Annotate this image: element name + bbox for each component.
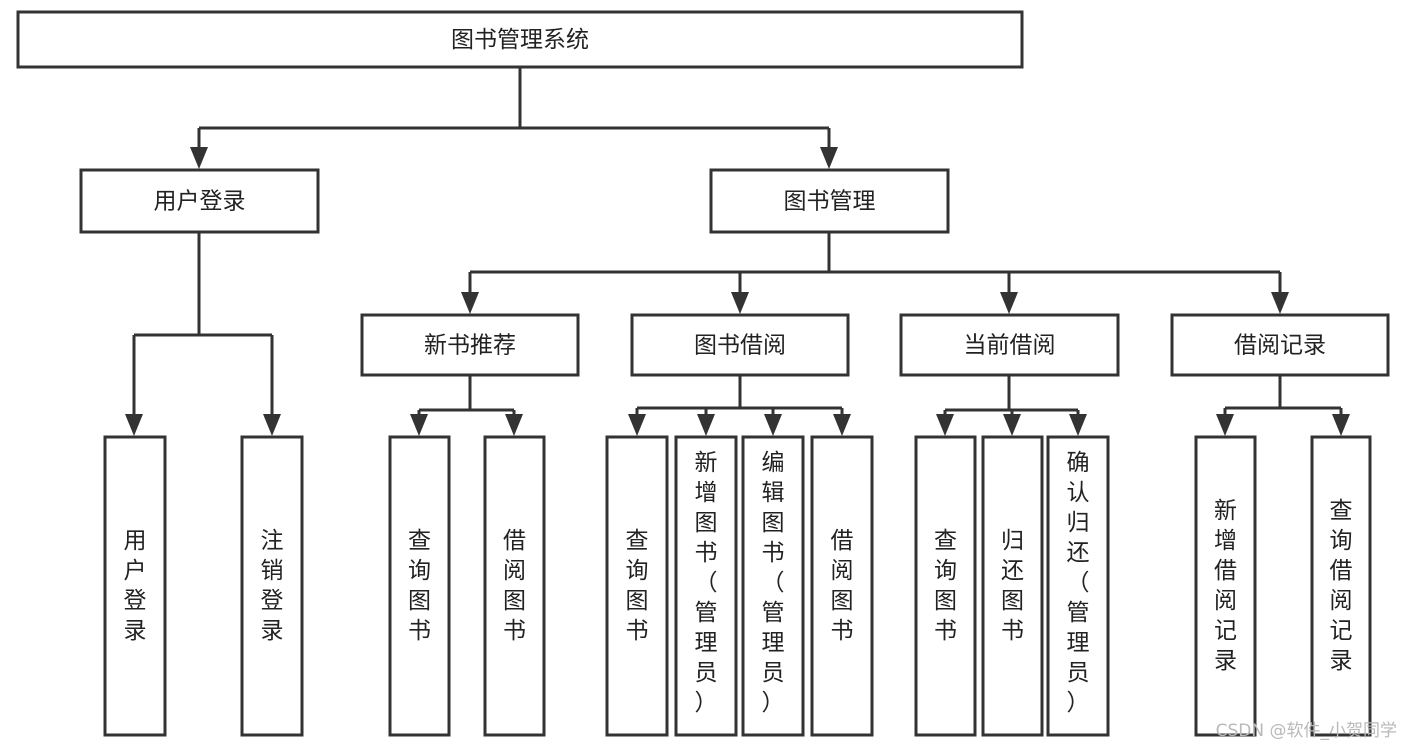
node-book-borrow[interactable]: 图书借阅 xyxy=(630,313,850,377)
node-label: 图书借阅 xyxy=(694,333,786,359)
node-box[interactable] xyxy=(103,435,167,737)
node-leaf-logout[interactable]: 注销登录 xyxy=(240,435,304,737)
arrow-head-icon xyxy=(263,414,281,436)
node-box[interactable] xyxy=(79,168,320,234)
node-box[interactable] xyxy=(16,10,1024,69)
node-label: 归还图书 xyxy=(1001,528,1024,644)
node-book-manage[interactable]: 图书管理 xyxy=(709,168,950,234)
node-new-book-rec[interactable]: 新书推荐 xyxy=(360,313,580,377)
node-borrow-record[interactable]: 借阅记录 xyxy=(1170,313,1390,377)
node-label: 借阅记录 xyxy=(1234,333,1326,359)
node-current-borrow[interactable]: 当前借阅 xyxy=(899,313,1120,377)
node-leaf-borrow-book-2[interactable]: 借阅图书 xyxy=(810,435,874,737)
node-box[interactable] xyxy=(741,435,805,737)
node-box[interactable] xyxy=(899,313,1120,377)
node-root[interactable]: 图书管理系统 xyxy=(16,10,1024,69)
csdn-watermark: CSDN @软件_小贺同学 xyxy=(1215,721,1397,741)
arrow-head-icon xyxy=(731,292,749,314)
arrow-head-icon xyxy=(936,414,954,436)
arrow-head-icon xyxy=(505,414,523,436)
arrow-head-icon xyxy=(190,147,208,169)
node-label: 新增借阅记录 xyxy=(1214,498,1237,674)
node-leaf-borrow-book-1[interactable]: 借阅图书 xyxy=(483,435,546,737)
node-leaf-add-book[interactable]: 新增图书（管理员） xyxy=(674,435,738,737)
node-label: 借阅图书 xyxy=(831,528,854,644)
node-leaf-query-book-2[interactable]: 查询图书 xyxy=(605,435,669,737)
node-box[interactable] xyxy=(1194,435,1257,737)
arrow-head-icon xyxy=(1003,414,1021,436)
node-box[interactable] xyxy=(810,435,874,737)
arrow-head-icon xyxy=(410,414,428,436)
node-box[interactable] xyxy=(709,168,950,234)
node-box[interactable] xyxy=(388,435,451,737)
node-leaf-edit-book[interactable]: 编辑图书（管理员） xyxy=(741,435,805,737)
node-box[interactable] xyxy=(1170,313,1390,377)
arrow-head-icon xyxy=(833,414,851,436)
node-box[interactable] xyxy=(630,313,850,377)
node-leaf-add-record[interactable]: 新增借阅记录 xyxy=(1194,435,1257,737)
node-label: 图书管理 xyxy=(784,189,876,215)
node-leaf-query-record[interactable]: 查询借阅记录 xyxy=(1310,435,1372,737)
node-label: 用户登录 xyxy=(154,189,246,215)
node-label: 当前借阅 xyxy=(964,333,1056,359)
arrow-head-icon xyxy=(697,414,715,436)
connectors-layer xyxy=(125,67,1350,436)
node-box[interactable] xyxy=(483,435,546,737)
node-label: 确认归还（管理员） xyxy=(1067,450,1090,716)
arrow-head-icon xyxy=(1332,414,1350,436)
arrow-head-icon xyxy=(1069,414,1087,436)
arrow-head-icon xyxy=(628,414,646,436)
node-box[interactable] xyxy=(674,435,738,737)
node-leaf-query-book-3[interactable]: 查询图书 xyxy=(914,435,977,737)
node-label: 编辑图书（管理员） xyxy=(762,450,785,716)
node-box[interactable] xyxy=(1046,435,1110,737)
node-leaf-confirm-return[interactable]: 确认归还（管理员） xyxy=(1046,435,1110,737)
node-label: 查询借阅记录 xyxy=(1330,498,1353,674)
node-label: 图书管理系统 xyxy=(451,27,589,53)
node-box[interactable] xyxy=(605,435,669,737)
arrow-head-icon xyxy=(820,147,838,169)
node-label: 新增图书（管理员） xyxy=(695,450,718,716)
node-label: 查询图书 xyxy=(934,528,957,644)
node-box[interactable] xyxy=(240,435,304,737)
node-label: 查询图书 xyxy=(408,528,431,644)
node-leaf-query-book-1[interactable]: 查询图书 xyxy=(388,435,451,737)
node-label: 借阅图书 xyxy=(503,528,526,644)
node-leaf-user-login[interactable]: 用户登录 xyxy=(103,435,167,737)
node-label: 注销登录 xyxy=(261,528,284,644)
nodes-layer: 图书管理系统用户登录图书管理新书推荐图书借阅当前借阅借阅记录用户登录注销登录查询… xyxy=(16,10,1390,737)
arrow-head-icon xyxy=(461,292,479,314)
node-label: 查询图书 xyxy=(626,528,649,644)
arrow-head-icon xyxy=(764,414,782,436)
node-user-login[interactable]: 用户登录 xyxy=(79,168,320,234)
node-label: 新书推荐 xyxy=(424,333,516,359)
arrow-head-icon xyxy=(1271,292,1289,314)
node-leaf-return-book[interactable]: 归还图书 xyxy=(981,435,1044,737)
arrow-head-icon xyxy=(1216,414,1234,436)
arrow-head-icon xyxy=(125,414,143,436)
arrow-head-icon xyxy=(1000,292,1018,314)
node-box[interactable] xyxy=(914,435,977,737)
node-label: 用户登录 xyxy=(124,528,147,644)
node-box[interactable] xyxy=(981,435,1044,737)
node-box[interactable] xyxy=(360,313,580,377)
node-box[interactable] xyxy=(1310,435,1372,737)
